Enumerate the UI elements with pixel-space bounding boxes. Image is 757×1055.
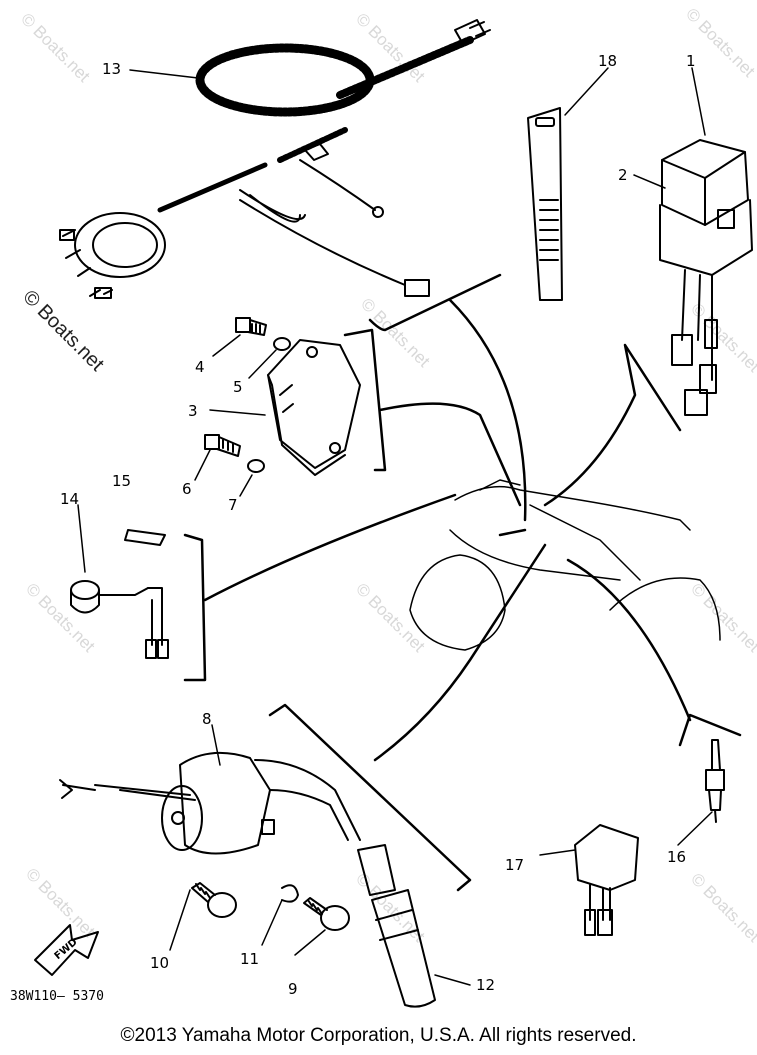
- callout-1: 1: [686, 52, 696, 70]
- cable-tie-part-18[interactable]: [527, 107, 563, 301]
- watermark-1: © Boats.net: [17, 9, 94, 86]
- callout-10: 10: [150, 954, 169, 972]
- cdi-unit-part-3[interactable]: [267, 339, 361, 476]
- kill-switch-part-1-2[interactable]: [659, 139, 753, 416]
- screw-part-9[interactable]: [303, 897, 350, 931]
- motorcycle-outline: [409, 479, 721, 651]
- plug-cap-part-12[interactable]: [357, 844, 436, 1008]
- callout-4: 4: [195, 358, 205, 376]
- watermark-11: © Boats.net: [687, 869, 757, 946]
- callout-leaders: [77, 67, 713, 986]
- callout-7: 7: [228, 496, 238, 514]
- bolt-part-4[interactable]: [235, 317, 267, 336]
- washer-part-5[interactable]: [273, 337, 291, 351]
- cap-part-14[interactable]: [70, 580, 169, 659]
- callout-13: 13: [102, 60, 121, 78]
- watermark-9: © Boats.net: [22, 864, 99, 941]
- watermark-8: © Boats.net: [687, 579, 757, 656]
- relay-part-17[interactable]: [574, 824, 639, 936]
- ignition-coil-part-8[interactable]: [59, 751, 361, 855]
- watermark-4: © Boats.net: [357, 294, 434, 371]
- copyright-notice: ©2013 Yamaha Motor Corporation, U.S.A. A…: [120, 1025, 637, 1046]
- bolt-part-6[interactable]: [204, 434, 241, 457]
- callout-3: 3: [188, 402, 198, 420]
- callout-12: 12: [476, 976, 495, 994]
- diagram-code: 38W110– 5370: [10, 989, 104, 1004]
- callout-15: 15: [112, 472, 131, 490]
- watermark-6: © Boats.net: [22, 579, 99, 656]
- callout-9: 9: [288, 980, 298, 998]
- callout-14: 14: [60, 490, 79, 508]
- callout-11: 11: [240, 950, 259, 968]
- callout-17: 17: [505, 856, 524, 874]
- callout-labels: 1 2 3 4 5 6 7 8 9 10 11 12 13 14 15 16 1…: [10, 52, 696, 1004]
- wire-harness-part-13[interactable]: [59, 19, 491, 299]
- routing-lines: [183, 273, 742, 892]
- label-part-15[interactable]: [124, 529, 166, 546]
- callout-16: 16: [667, 848, 686, 866]
- watermark-bold: © Boats.net: [18, 286, 108, 376]
- watermark-7: © Boats.net: [352, 579, 429, 656]
- parts-diagram: © Boats.net © Boats.net © Boats.net © Bo…: [10, 4, 757, 1008]
- watermark-10: © Boats.net: [352, 869, 429, 946]
- fwd-arrow-icon: [34, 924, 99, 976]
- callout-18: 18: [598, 52, 617, 70]
- callout-5: 5: [233, 378, 243, 396]
- callout-6: 6: [182, 480, 192, 498]
- callout-2: 2: [618, 166, 628, 184]
- clip-part-11[interactable]: [281, 884, 299, 903]
- callout-8: 8: [202, 710, 212, 728]
- screw-part-10[interactable]: [191, 882, 237, 918]
- spark-plug-part-16[interactable]: [705, 739, 725, 823]
- washer-part-7[interactable]: [247, 459, 265, 473]
